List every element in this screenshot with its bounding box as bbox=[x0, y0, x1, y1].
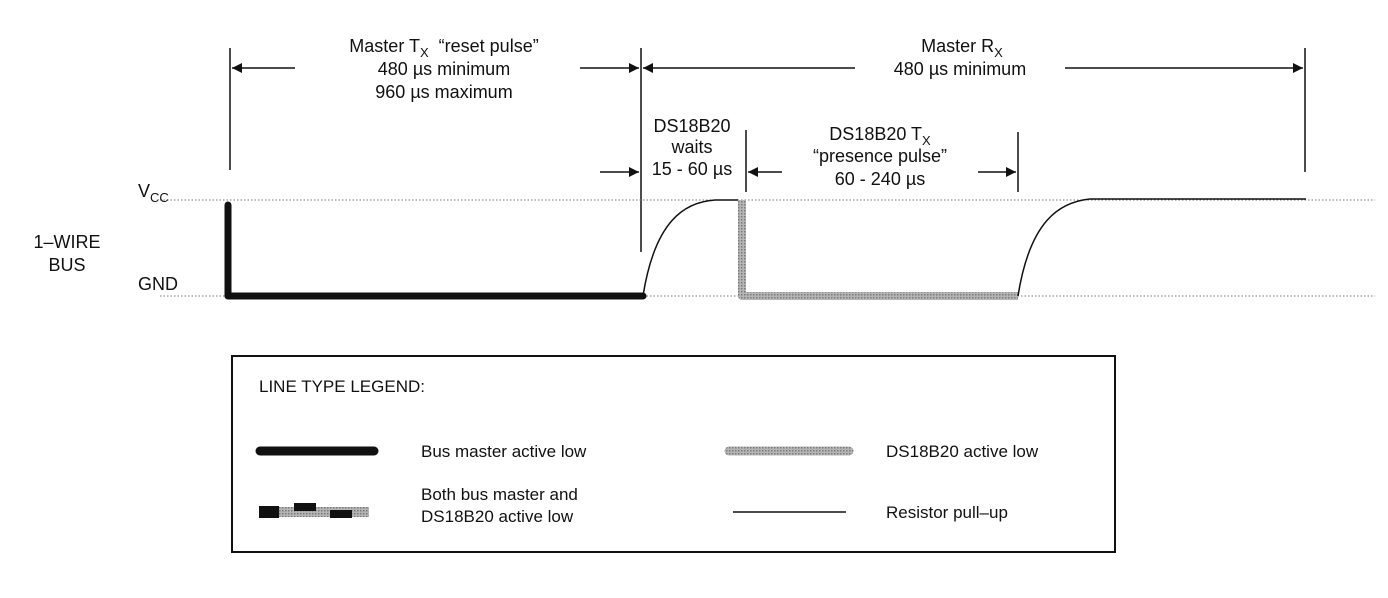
ds-tx-quote: “presence pulse” bbox=[813, 146, 947, 166]
vcc-label: VCC bbox=[138, 181, 169, 205]
legend-label-both-line2: DS18B20 active low bbox=[421, 507, 574, 526]
legend-box bbox=[231, 355, 1116, 553]
ds-waits-line2: waits bbox=[670, 137, 712, 157]
legend-swatch-both-dash-2 bbox=[294, 503, 316, 511]
bus-label-line2: BUS bbox=[48, 255, 85, 275]
master-rx-label: Master RX bbox=[921, 36, 1003, 60]
legend-swatch-both-dash-1 bbox=[259, 506, 279, 518]
bus-label-line1: 1–WIRE bbox=[33, 232, 100, 252]
legend-label-ds18b20: DS18B20 active low bbox=[886, 442, 1039, 461]
legend-swatch-both bbox=[259, 503, 369, 518]
ds18b20-low-segment bbox=[738, 200, 1018, 300]
master-rx-prefix: Master R bbox=[921, 36, 994, 56]
master-tx-max: 960 µs maximum bbox=[375, 82, 512, 102]
line-type-legend: LINE TYPE LEGEND: Bus master active low … bbox=[231, 355, 1116, 553]
legend-swatch-both-dash-3 bbox=[330, 510, 352, 518]
master-tx-min: 480 µs minimum bbox=[378, 59, 510, 79]
vcc-label-main: V bbox=[138, 181, 150, 201]
master-tx-label: Master TX “reset pulse” bbox=[349, 36, 538, 60]
legend-swatch-both-base bbox=[259, 507, 369, 517]
master-tx-sub: X bbox=[420, 45, 429, 60]
pullup-rise-2 bbox=[1017, 198, 1306, 297]
master-rx-min: 480 µs minimum bbox=[894, 59, 1026, 79]
gnd-label: GND bbox=[138, 274, 178, 294]
master-tx-quote: “reset pulse” bbox=[439, 36, 539, 56]
legend-label-both-line1: Both bus master and bbox=[421, 485, 578, 504]
legend-title: LINE TYPE LEGEND: bbox=[259, 377, 425, 396]
bus-master-low-segment bbox=[224, 201, 647, 300]
ds-tx-label: DS18B20 TX bbox=[829, 124, 931, 148]
ds-tx-range: 60 - 240 µs bbox=[835, 169, 925, 189]
ds-waits-line1: DS18B20 bbox=[653, 116, 730, 136]
legend-label-bus-master: Bus master active low bbox=[421, 442, 587, 461]
legend-label-pullup: Resistor pull–up bbox=[886, 503, 1008, 522]
master-tx-prefix: Master T bbox=[349, 36, 420, 56]
ds-tx-sub: X bbox=[922, 133, 931, 148]
master-rx-sub: X bbox=[994, 45, 1003, 60]
pullup-rise-1 bbox=[642, 199, 738, 297]
ds-tx-prefix: DS18B20 T bbox=[829, 124, 922, 144]
vcc-label-sub: CC bbox=[150, 190, 169, 205]
ds-waits-line3: 15 - 60 µs bbox=[652, 159, 732, 179]
